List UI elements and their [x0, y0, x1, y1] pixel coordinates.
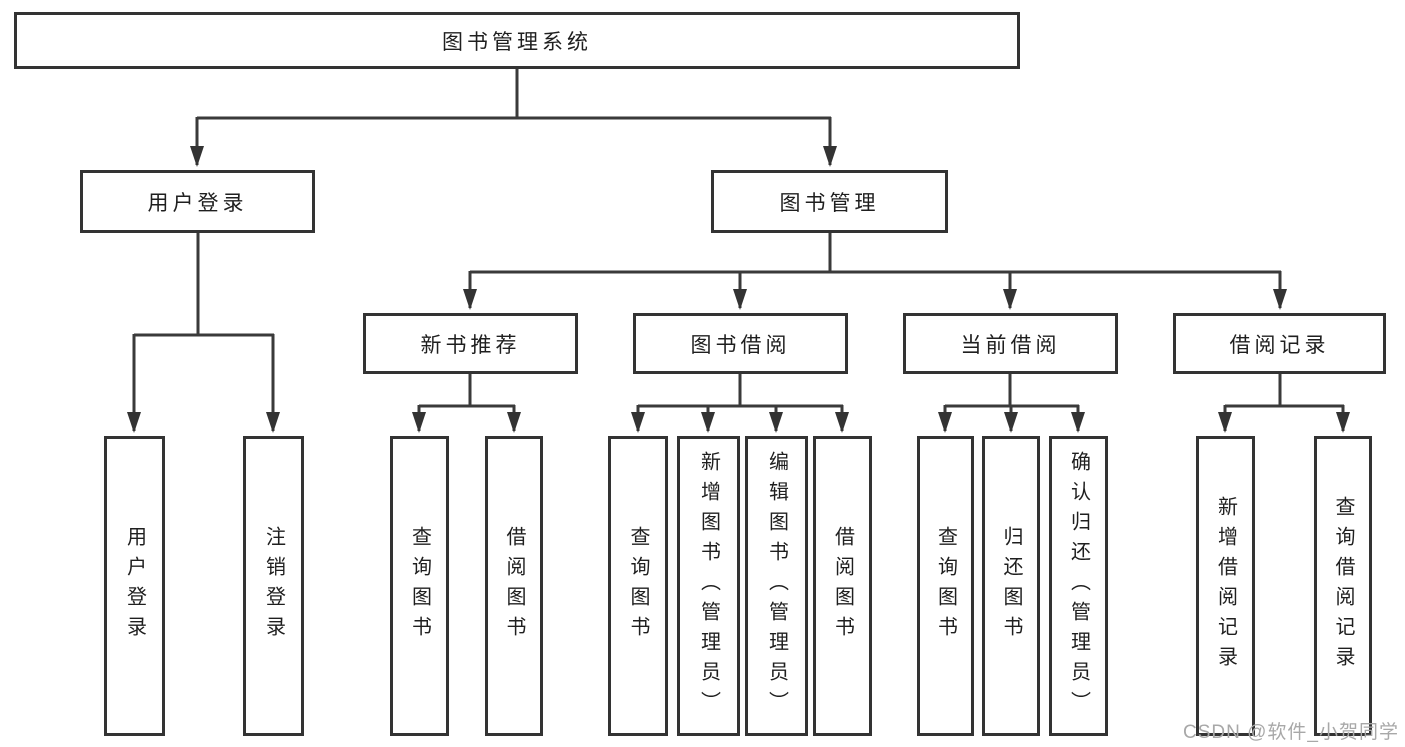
diagram-node-book-borrow: 图书借阅 — [633, 313, 848, 374]
diagram-leaf-query-books-borrow: 查询图书 — [608, 436, 668, 736]
diagram-node-user-login: 用户登录 — [80, 170, 315, 233]
diagram-node-current-borrow: 当前借阅 — [903, 313, 1118, 374]
diagram-leaf-edit-books-admin: 编辑图书（管理员） — [745, 436, 808, 736]
diagram-node-borrow-records: 借阅记录 — [1173, 313, 1386, 374]
diagram-leaf-add-borrow-record: 新增借阅记录 — [1196, 436, 1255, 736]
watermark: CSDN @软件_小贺同学 — [1183, 722, 1399, 743]
diagram-leaf-confirm-return-admin: 确认归还（管理员） — [1049, 436, 1108, 736]
diagram-leaf-query-borrow-record: 查询借阅记录 — [1314, 436, 1372, 736]
diagram-leaf-borrow-books: 借阅图书 — [813, 436, 872, 736]
diagram-leaf-query-books-recommend: 查询图书 — [390, 436, 449, 736]
diagram-leaf-user-login: 用户登录 — [104, 436, 165, 736]
diagram-node-book-management: 图书管理 — [711, 170, 948, 233]
diagram-leaf-query-books-current: 查询图书 — [917, 436, 974, 736]
diagram-leaf-add-books-admin: 新增图书（管理员） — [677, 436, 740, 736]
diagram-node-root: 图书管理系统 — [14, 12, 1020, 69]
diagram-node-new-book-recommend: 新书推荐 — [363, 313, 578, 374]
diagram-leaf-return-books: 归还图书 — [982, 436, 1040, 736]
diagram-leaf-borrow-books-recommend: 借阅图书 — [485, 436, 543, 736]
diagram-leaf-logout: 注销登录 — [243, 436, 304, 736]
